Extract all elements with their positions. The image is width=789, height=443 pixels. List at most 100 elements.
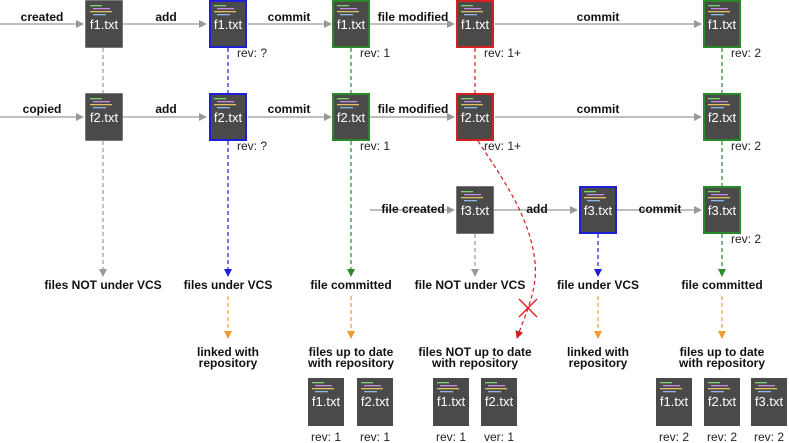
svg-text:f2.txt: f2.txt [214,110,243,125]
code-line-decoration [461,98,473,100]
label-commit-5: commit [639,202,682,216]
code-line-decoration [708,197,730,199]
code-line-decoration [90,11,112,13]
svg-text:f2.txt: f2.txt [708,394,737,409]
code-line-decoration [90,5,102,7]
code-line-decoration [312,382,324,384]
svg-text:f1.txt: f1.txt [660,394,689,409]
code-line-decoration [660,382,672,384]
code-line-decoration [464,8,481,10]
file-icon: f2.txt [481,378,517,426]
code-line-decoration [711,14,724,16]
repository-files: f1.txt f2.txt f1.txt f2.txt f1.txt f2.tx… [308,378,787,443]
label-created: created [21,10,64,24]
svg-text:f2.txt: f2.txt [337,110,366,125]
code-line-decoration [464,194,481,196]
code-line-decoration [758,385,775,387]
code-line-decoration [584,191,596,193]
file-icon: f2.txt [703,93,741,141]
code-line-decoration [337,5,349,7]
code-line-decoration [312,388,334,390]
state-linked-line2: repository [199,356,258,370]
svg-text:f2.txt: f2.txt [485,394,514,409]
rev-label: rev: 1 [360,46,390,60]
code-line-decoration [461,191,473,193]
state-notuptodate-line2: with repository [431,356,518,370]
code-line-decoration [340,101,357,103]
code-line-decoration [708,5,720,7]
code-line-decoration [464,200,477,202]
code-line-decoration [708,98,720,100]
code-line-decoration [340,14,353,16]
code-line-decoration [214,11,236,13]
code-line-decoration [340,8,357,10]
rev-label: rev: 2 [731,46,761,60]
state-uptodate-line1-b: files up to date [680,345,765,359]
code-line-decoration [488,385,505,387]
svg-text:f1.txt: f1.txt [312,394,341,409]
svg-text:f2.txt: f2.txt [90,110,119,125]
code-line-decoration [461,104,483,106]
rev-label: rev: 2 [731,139,761,153]
code-line-decoration [315,391,328,393]
file-icon: f1.txt [85,0,123,48]
state-notuptodate-line1: files NOT up to date [418,345,532,359]
code-line-decoration [93,14,106,16]
state-file-not-under-vcs: file NOT under VCS [415,278,526,292]
rev-label: rev: ? [237,46,267,60]
code-line-decoration [437,382,449,384]
state-files-not-under-vcs: files NOT under VCS [44,278,161,292]
code-line-decoration [587,194,604,196]
state-file-under-vcs: file under VCS [557,278,639,292]
file-icon: f3.txt [456,186,494,234]
code-line-decoration [758,391,771,393]
code-line-decoration [485,388,507,390]
code-line-decoration [337,11,359,13]
file-icon: f1.txt [332,0,370,48]
file-icon: f2.txt [209,93,247,141]
code-line-decoration [660,388,682,390]
code-line-decoration [708,191,720,193]
code-line-decoration [217,14,230,16]
file-nodes: f1.txt f1.txt f1.txt f1.txt f1.txt f2.tx… [85,0,741,234]
label-file-modified-2: file modified [378,102,449,116]
vertical-connectors [99,48,726,339]
rev-label: rev: 1 [311,430,341,443]
label-file-created: file created [381,202,444,216]
code-line-decoration [93,8,110,10]
rev-label: rev: 2 [754,430,784,443]
code-line-decoration [461,11,483,13]
code-line-decoration [464,107,477,109]
code-line-decoration [440,391,453,393]
rev-label: rev: 1 [360,430,390,443]
code-line-decoration [708,382,720,384]
svg-text:f2.txt: f2.txt [461,110,490,125]
rev-label: rev: 1+ [484,46,521,60]
label-add-2: add [155,102,176,116]
svg-text:f1.txt: f1.txt [337,17,366,32]
file-icon: f2.txt [456,93,494,141]
label-add-3: add [526,202,547,216]
code-line-decoration [214,5,226,7]
file-icon: f2.txt [85,93,123,141]
code-line-decoration [755,388,777,390]
rev-label: rev: 1 [360,139,390,153]
rev-label: rev: 1+ [484,139,521,153]
code-line-decoration [337,98,349,100]
code-line-decoration [663,385,680,387]
code-line-decoration [364,385,381,387]
code-line-decoration [90,98,102,100]
file-icon: f2.txt [704,378,740,426]
label-commit-2: commit [577,10,620,24]
code-line-decoration [584,197,606,199]
code-line-decoration [214,98,226,100]
file-icon: f3.txt [703,186,741,234]
state-uptodate-line2: with repository [307,356,394,370]
rev-label: rev: 2 [707,430,737,443]
file-icon: f1.txt [433,378,469,426]
code-line-decoration [587,200,600,202]
svg-text:f3.txt: f3.txt [584,203,613,218]
code-line-decoration [711,200,724,202]
svg-text:f1.txt: f1.txt [90,17,119,32]
svg-text:f1.txt: f1.txt [461,17,490,32]
